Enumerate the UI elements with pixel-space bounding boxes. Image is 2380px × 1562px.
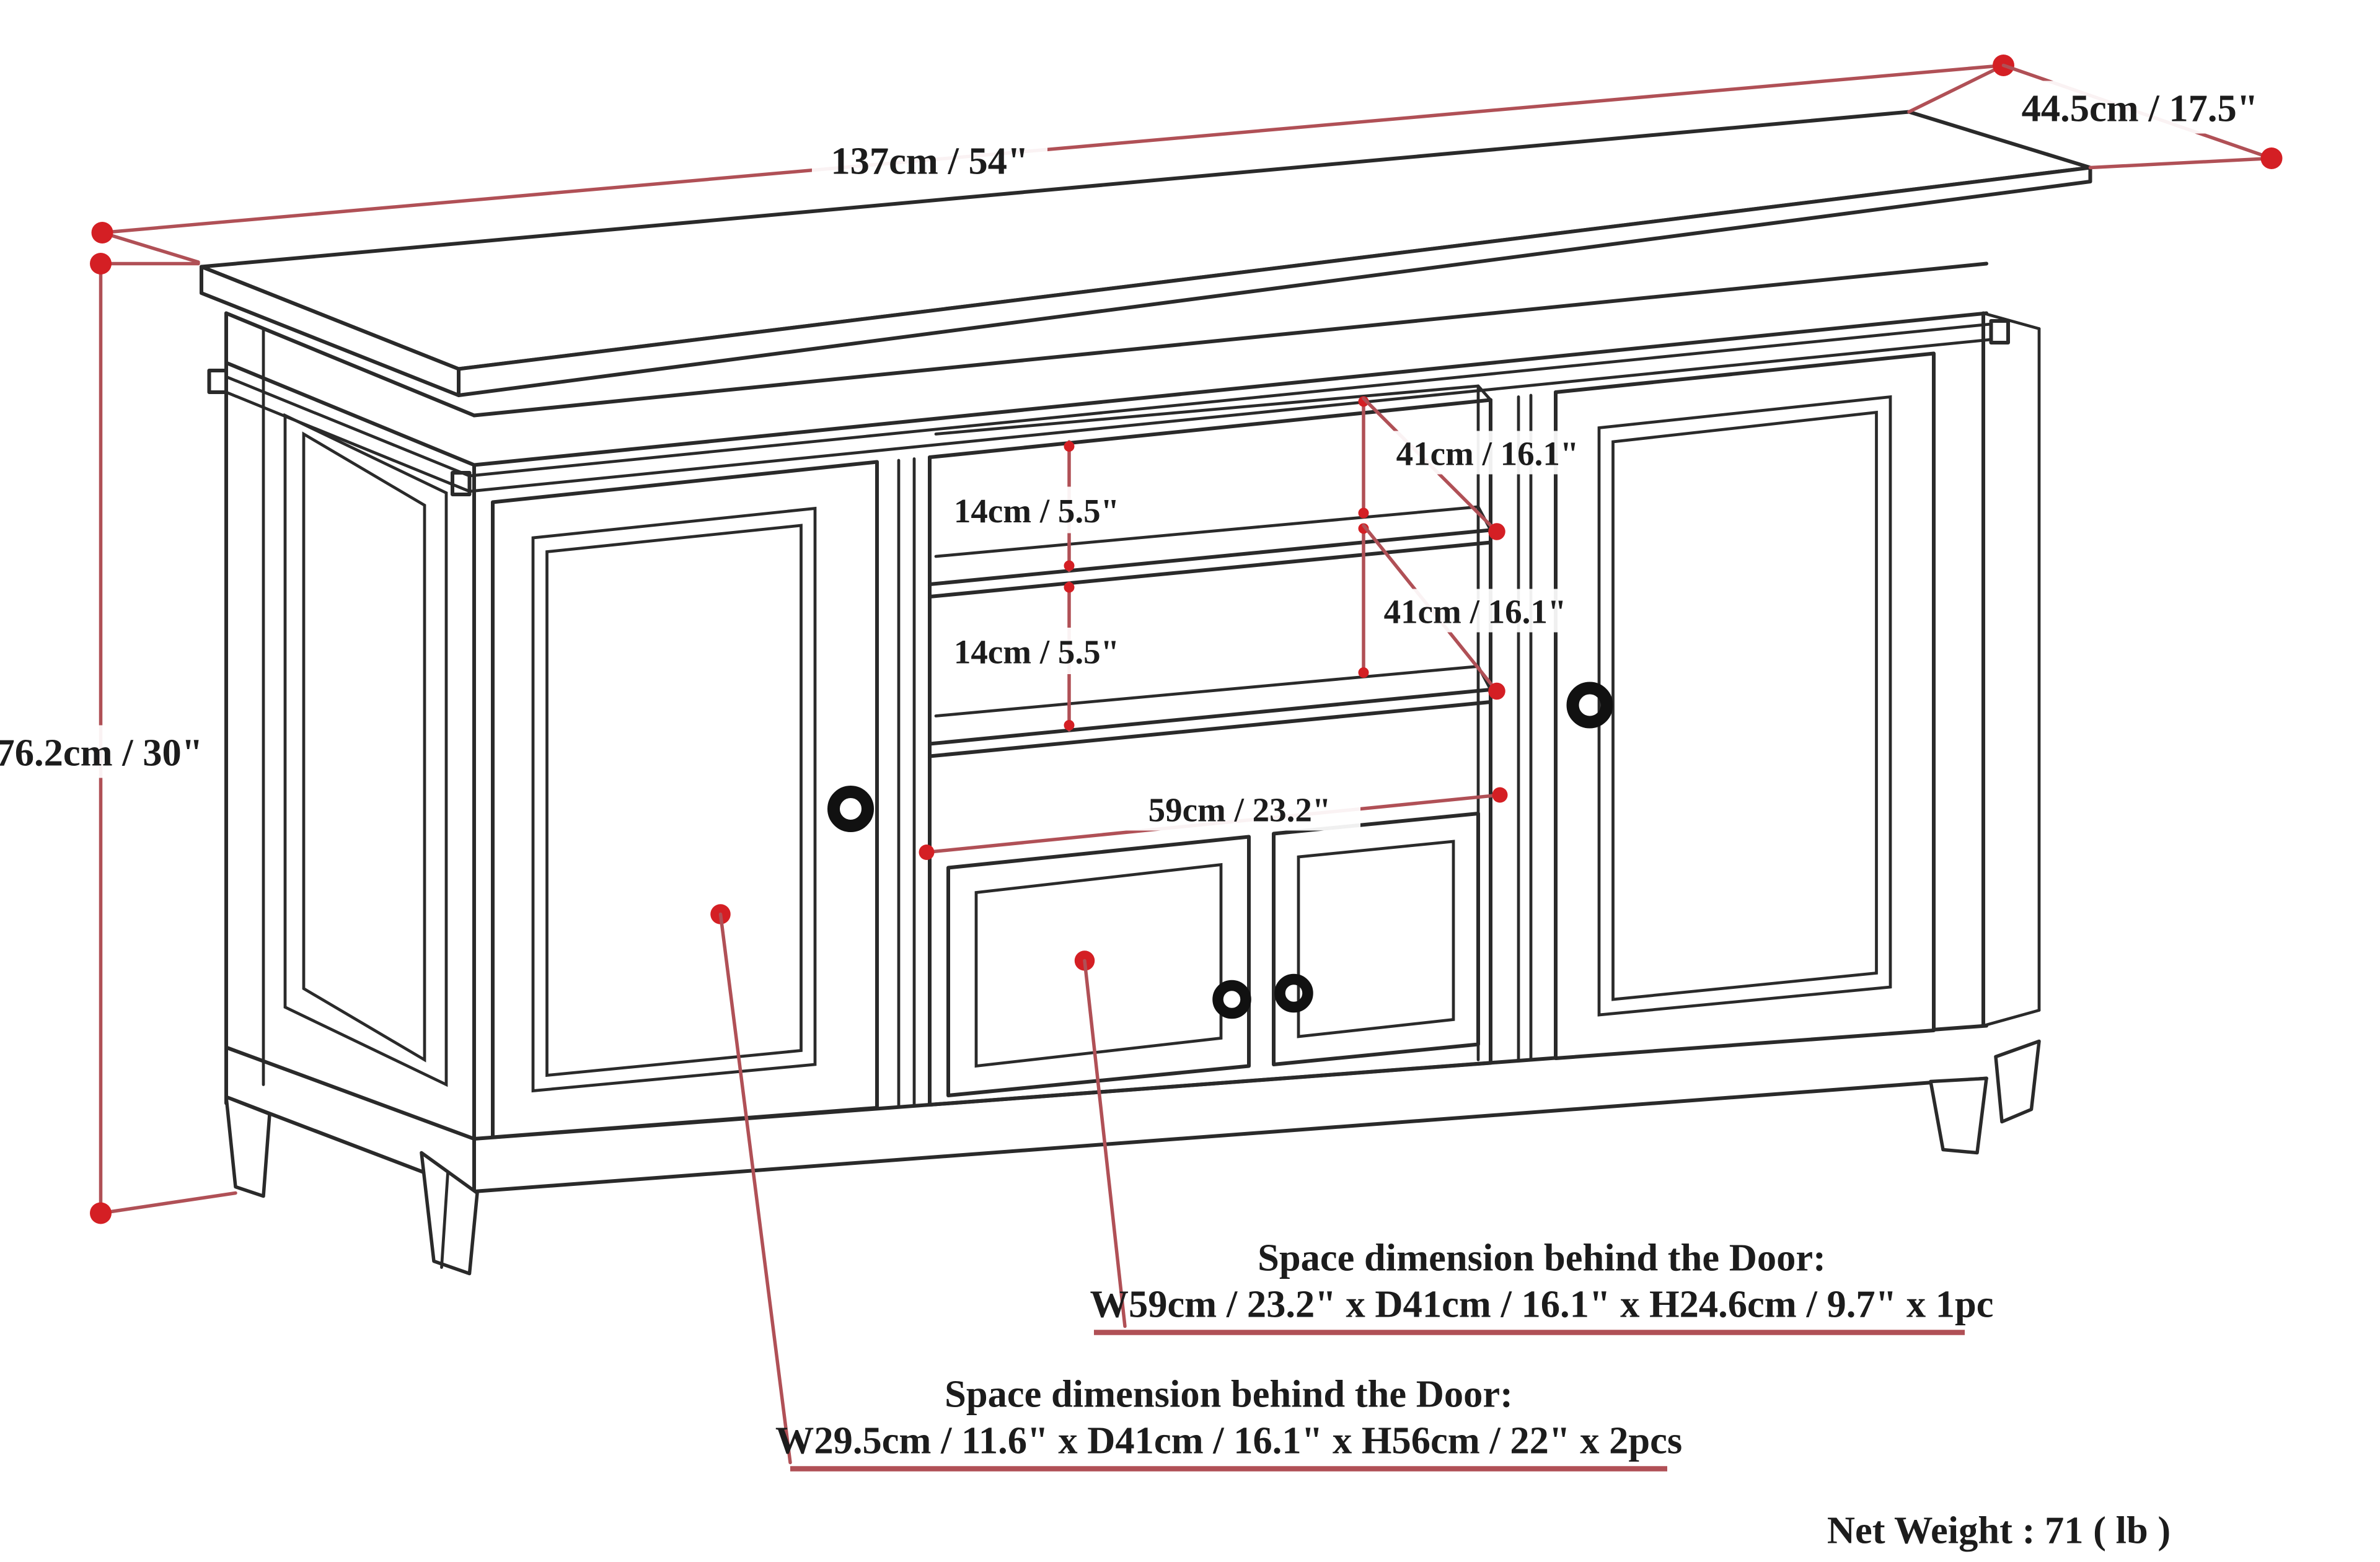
left-door-panel: [545, 524, 803, 1077]
dimension-shelf-depth-lower: 41cm / 16.1": [1358, 523, 1577, 700]
top-rail: [207, 261, 2010, 496]
dim-height-label: 76.2cm / 30": [0, 731, 203, 774]
molding-cap-side: [207, 369, 228, 394]
dim-length-label: 137cm / 54": [831, 139, 1028, 183]
center-right-door-knob-icon: [1274, 973, 1313, 1013]
dimension-height: 76.2cm / 30": [0, 253, 237, 1224]
left-door-outline: [491, 460, 879, 1139]
left-door-knob-icon: [827, 786, 874, 832]
molding-cap-right: [1989, 319, 2010, 344]
dim-depth-label: 44.5cm / 17.5": [2022, 87, 2259, 130]
dim-shelf-depth-lower-label: 41cm / 16.1": [1384, 593, 1567, 631]
right-end: [1981, 312, 2041, 1027]
left-door: [491, 460, 879, 1139]
dimension-shelf-depth-upper: 41cm / 16.1": [1358, 396, 1590, 540]
dimension-length: 137cm / 54": [91, 55, 2014, 264]
center-open-section: [928, 384, 1492, 1107]
note-center-door-detail: W59cm / 23.2" x D41cm / 16.1" x H24.6cm …: [1090, 1283, 1993, 1326]
tabletop: [200, 110, 2092, 397]
note-center-door: Space dimension behind the Door: W59cm /…: [1074, 950, 1994, 1335]
legs: [224, 1039, 2041, 1276]
dim-shelf-depth-upper-label: 41cm / 16.1": [1396, 435, 1579, 473]
right-door-knob-icon: [1566, 682, 1613, 729]
note-side-door: Space dimension behind the Door: W29.5cm…: [710, 904, 1682, 1472]
back-left-leg: [224, 1095, 271, 1198]
right-door-frame: [1597, 395, 1892, 1017]
front-right-leg: [1929, 1076, 1988, 1155]
tv-stand-drawing: [200, 110, 2092, 1276]
right-door-outline: [1554, 351, 1936, 1060]
back-right-leg: [1994, 1039, 2041, 1124]
side-panel-inner: [302, 431, 426, 1063]
left-side-panel: [224, 311, 476, 1193]
side-panel-outer: [283, 413, 448, 1087]
dim-opening-width-label: 59cm / 23.2": [1148, 791, 1331, 829]
dim-shelf-gap-lower-label: 14cm / 5.5": [954, 633, 1119, 671]
right-door: [1554, 351, 1936, 1060]
dim-shelf-gap-upper-label: 14cm / 5.5": [954, 492, 1119, 530]
front-left-leg: [420, 1151, 479, 1276]
tabletop-left-end: [200, 265, 461, 397]
net-weight-label: Net Weight : 71 ( lb ): [1827, 1509, 2171, 1552]
dimension-shelf-gap-upper: 14cm / 5.5": [942, 440, 1131, 573]
upper-shelf: [928, 505, 1492, 599]
left-door-frame: [531, 506, 817, 1093]
dimension-depth: 44.5cm / 17.5": [2001, 63, 2283, 170]
note-center-door-heading: Space dimension behind the Door:: [1258, 1236, 1826, 1279]
center-right-small-door: [1272, 812, 1480, 1066]
center-left-small-door: [946, 835, 1251, 1097]
dimension-shelf-gap-lower: 14cm / 5.5": [942, 581, 1131, 732]
right-divider: [1489, 390, 1558, 1065]
dimension-opening-width: 59cm / 23.2": [919, 787, 1508, 860]
note-side-door-heading: Space dimension behind the Door:: [945, 1372, 1513, 1416]
center-left-door-knob-icon: [1212, 980, 1251, 1019]
lower-shelf: [928, 665, 1492, 758]
note-side-door-detail: W29.5cm / 11.6" x D41cm / 16.1" x H56cm …: [775, 1419, 1682, 1462]
left-divider: [897, 455, 932, 1108]
right-door-panel: [1611, 410, 1878, 1001]
